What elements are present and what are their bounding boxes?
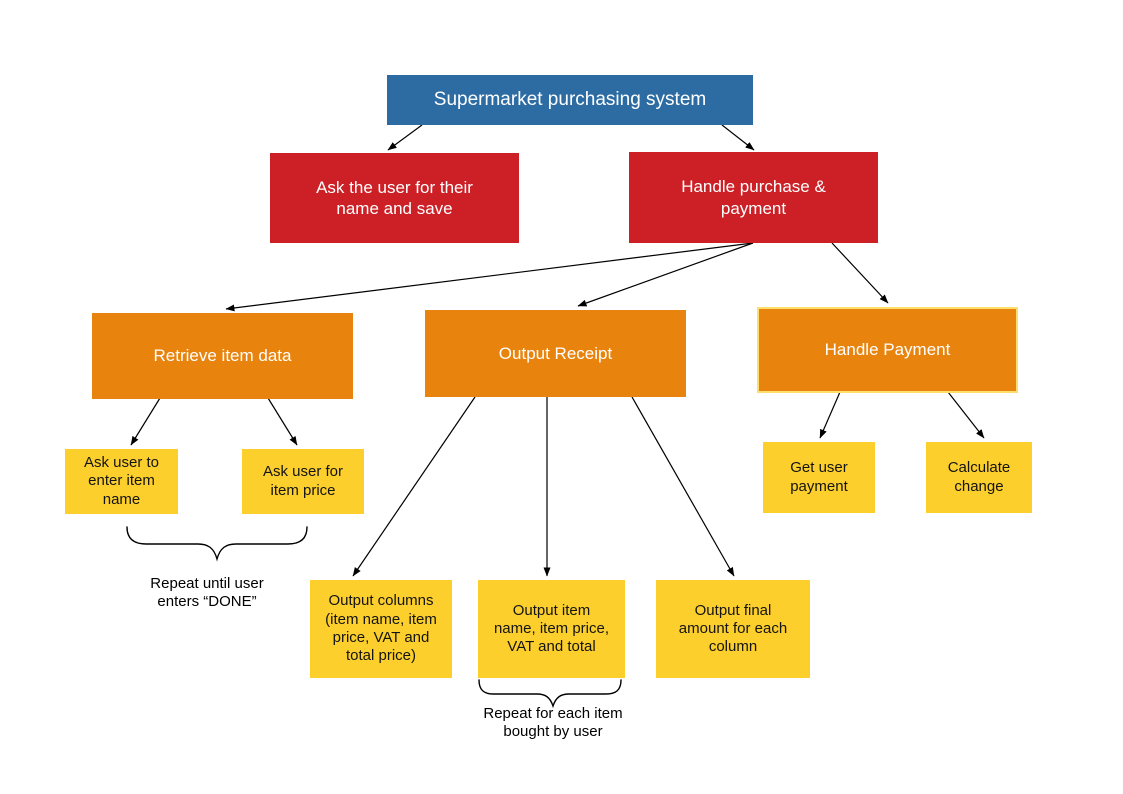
node-output-final-amount: Output final amount for each column <box>656 580 810 678</box>
node-output-receipt: Output Receipt <box>425 310 686 397</box>
annotation-repeat-each-item: Repeat for each item bought by user <box>483 705 623 741</box>
node-get-user-payment: Get user payment <box>763 442 875 513</box>
node-handle-payment: Handle Payment <box>757 307 1018 393</box>
edge-purchase-to-retrieve-item-data <box>225 242 754 312</box>
node-output-item-line: Output item name, item price, VAT and to… <box>478 580 625 678</box>
node-calculate-change: Calculate change <box>926 442 1032 513</box>
edge-purchase-to-output-receipt <box>577 242 754 307</box>
underbrace-repeat-until-done <box>126 526 308 562</box>
edge-payment-to-calculate-change <box>947 391 985 439</box>
edge-retrieve-to-ask-item-name <box>130 397 161 446</box>
node-handle-purchase-payment: Handle purchase & payment <box>629 152 878 243</box>
edge-purchase-to-handle-payment <box>831 242 889 304</box>
node-ask-item-price: Ask user for item price <box>242 449 364 514</box>
annotation-repeat-until-done: Repeat until user enters “DONE” <box>150 575 264 611</box>
edge-payment-to-get-user-payment <box>819 391 841 439</box>
node-retrieve-item-data: Retrieve item data <box>92 313 353 399</box>
node-ask-user-name: Ask the user for their name and save <box>270 153 519 243</box>
node-ask-item-name: Ask user to enter item name <box>65 449 178 514</box>
edge-root-to-handle-purchase <box>721 124 755 151</box>
edge-retrieve-to-ask-item-price <box>267 397 298 446</box>
edge-root-to-ask-user-name <box>387 124 423 151</box>
node-supermarket-purchasing-system: Supermarket purchasing system <box>387 75 753 125</box>
node-output-columns: Output columns (item name, item price, V… <box>310 580 452 678</box>
edge-receipt-to-output-columns <box>352 396 476 577</box>
underbrace-repeat-each-item <box>478 679 622 709</box>
edge-receipt-to-output-final-amount <box>631 396 735 577</box>
